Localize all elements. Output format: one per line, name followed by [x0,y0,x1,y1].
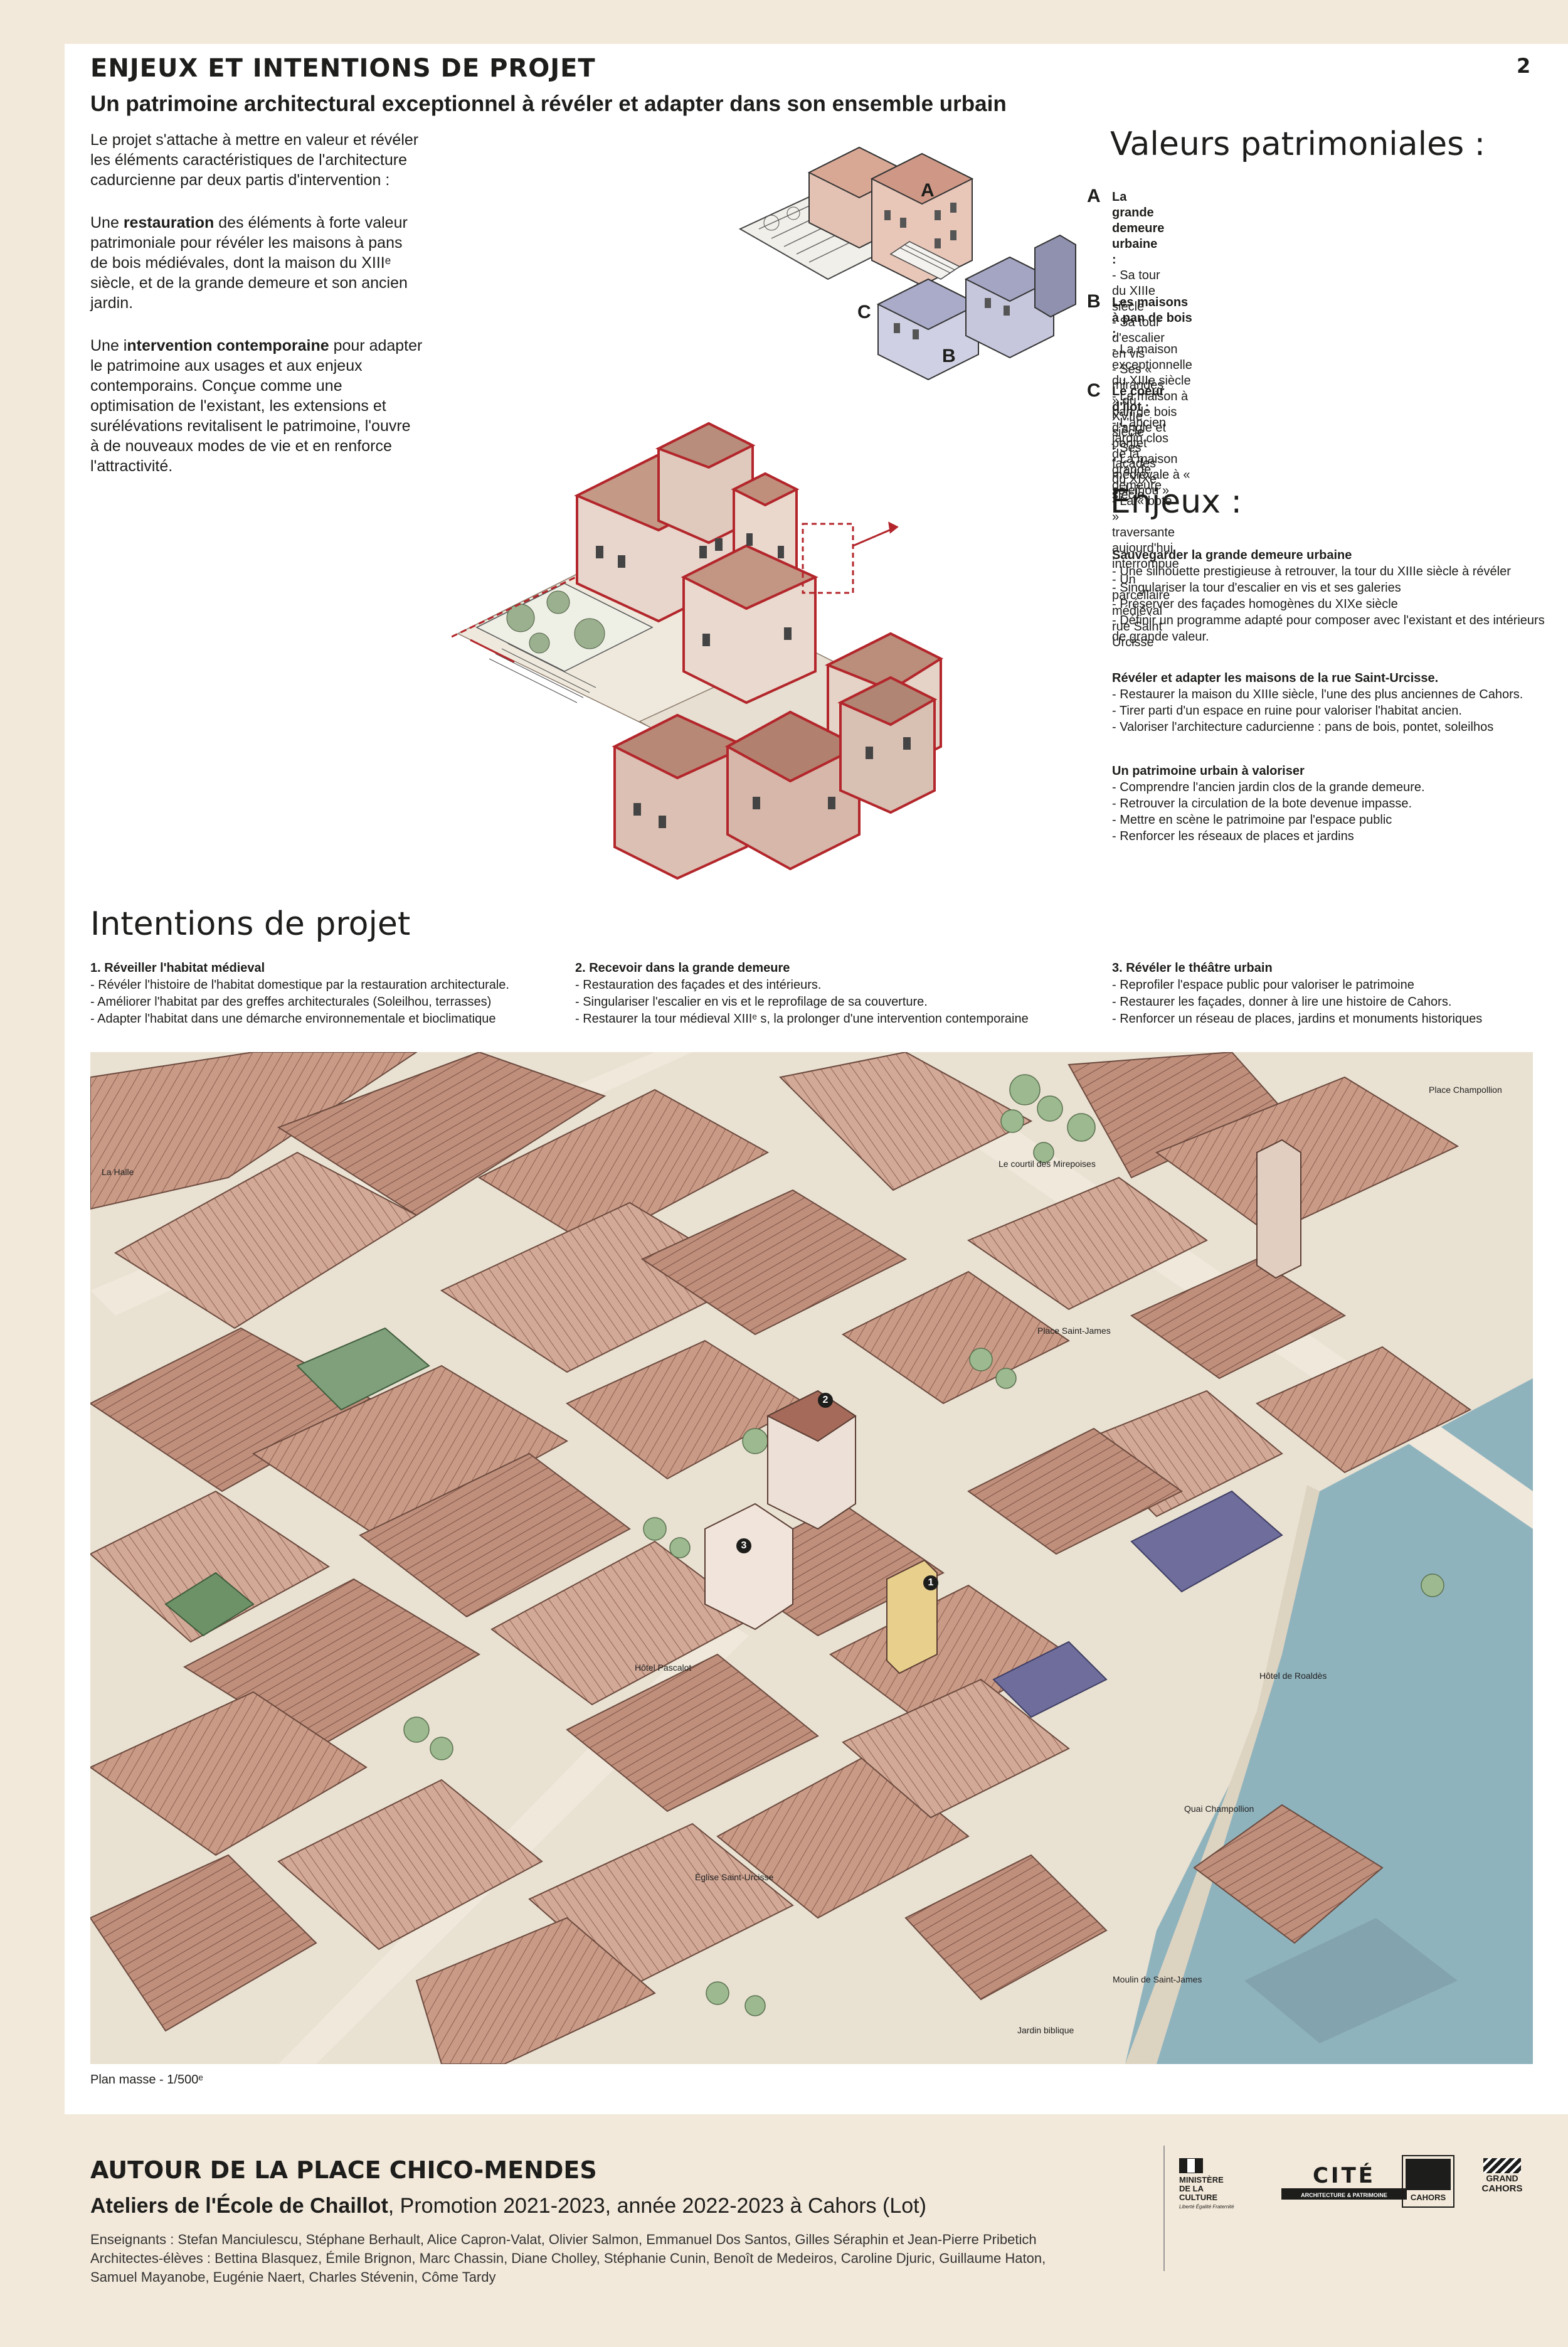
enjeux-list: Sauvegarder la grande demeure urbaine - … [1112,547,1551,861]
axo-label-c: C [857,302,871,322]
map-label-place-st-james: Place Saint-James [1037,1326,1111,1336]
logo-ministere: MINISTÈRE DE LA CULTURE Liberté Égalité … [1179,2158,1267,2210]
axo-label-b: B [942,346,956,366]
enjeux-block: Un patrimoine urbain à valoriser - Compr… [1112,764,1425,843]
grand-cahors-mark-icon [1483,2158,1521,2173]
valeurs-list: A La grande demeure urbaine : - Sa tour … [1087,186,1192,649]
page-title: ENJEUX ET INTENTIONS DE PROJET [90,54,596,83]
intention-column-2: 2. Recevoir dans la grande demeure - Res… [575,961,1029,1026]
page-number: 2 [1517,54,1532,78]
valeurs-heading: Valeurs patrimoniales : [1110,125,1486,163]
axonometric-diagram-abc [738,146,1076,381]
logo-cahors: CAHORS [1402,2155,1454,2208]
footer-divider [1163,2146,1165,2271]
intro-text: Le projet s'attache à mettre en valeur e… [90,130,423,499]
map-label-eglise: Église Saint-Urcisse [695,1872,774,1882]
map-label-hotel-pascalot: Hôtel Pascalot [635,1663,692,1673]
map-label-la-halle: La Halle [102,1167,134,1177]
intentions-heading: Intentions de projet [90,905,411,943]
plan-masse-drawing [90,1052,1533,2064]
logo-cite-chaillot: CITÉ ARCHITECTURE & PATRIMOINE [1281,2163,1407,2200]
map-label-courtil: Le courtil des Mirepoises [999,1159,1096,1169]
map-label-place-champollion: Place Champollion [1429,1085,1502,1095]
map-label-moulin: Moulin de Saint-James [1113,1974,1202,1984]
map-marker-1: 1 [923,1575,938,1590]
intention-column-1: 1. Réveiller l'habitat médieval - Révéle… [90,961,509,1026]
pont-valentre-icon [1406,2159,1451,2190]
intro-paragraph: Le projet s'attache à mettre en valeur e… [90,131,419,189]
axo-label-a: A [921,180,935,201]
enjeux-heading: Enjeux : [1110,483,1242,521]
intro-paragraph: Une intervention contemporaine pour adap… [90,337,423,475]
marianne-icon [1179,2158,1203,2173]
intention-column-3: 3. Révéler le théâtre urbain - Reprofile… [1112,961,1483,1026]
logo-grand-cahors: GRAND CAHORS [1474,2158,1530,2194]
enjeux-block: Révéler et adapter les maisons de la rue… [1112,671,1523,734]
intro-paragraph: Une restauration des éléments à forte va… [90,214,408,312]
map-label-quai-champollion: Quai Champollion [1184,1804,1254,1814]
footer-title: AUTOUR DE LA PLACE CHICO-MENDES [90,2156,597,2184]
plan-caption: Plan masse - 1/500ᵉ [90,2073,203,2087]
plan-masse-illustration: La Halle Le courtil des Mirepoises Place… [90,1052,1533,2064]
map-label-hotel-roaldes: Hôtel de Roaldès [1259,1671,1327,1681]
footer-credits: Enseignants : Stefan Manciulescu, Stépha… [90,2232,1046,2285]
page-subtitle: Un patrimoine architectural exceptionnel… [90,92,1007,116]
map-label-jardin-biblique: Jardin biblique [1017,2025,1074,2035]
axonometric-project-drawing [452,422,944,880]
enjeux-block: Sauvegarder la grande demeure urbaine - … [1112,548,1545,644]
footer-subtitle: Ateliers de l'École de Chaillot, Promoti… [90,2194,926,2218]
map-marker-2: 2 [818,1393,833,1408]
map-marker-3: 3 [736,1538,751,1553]
